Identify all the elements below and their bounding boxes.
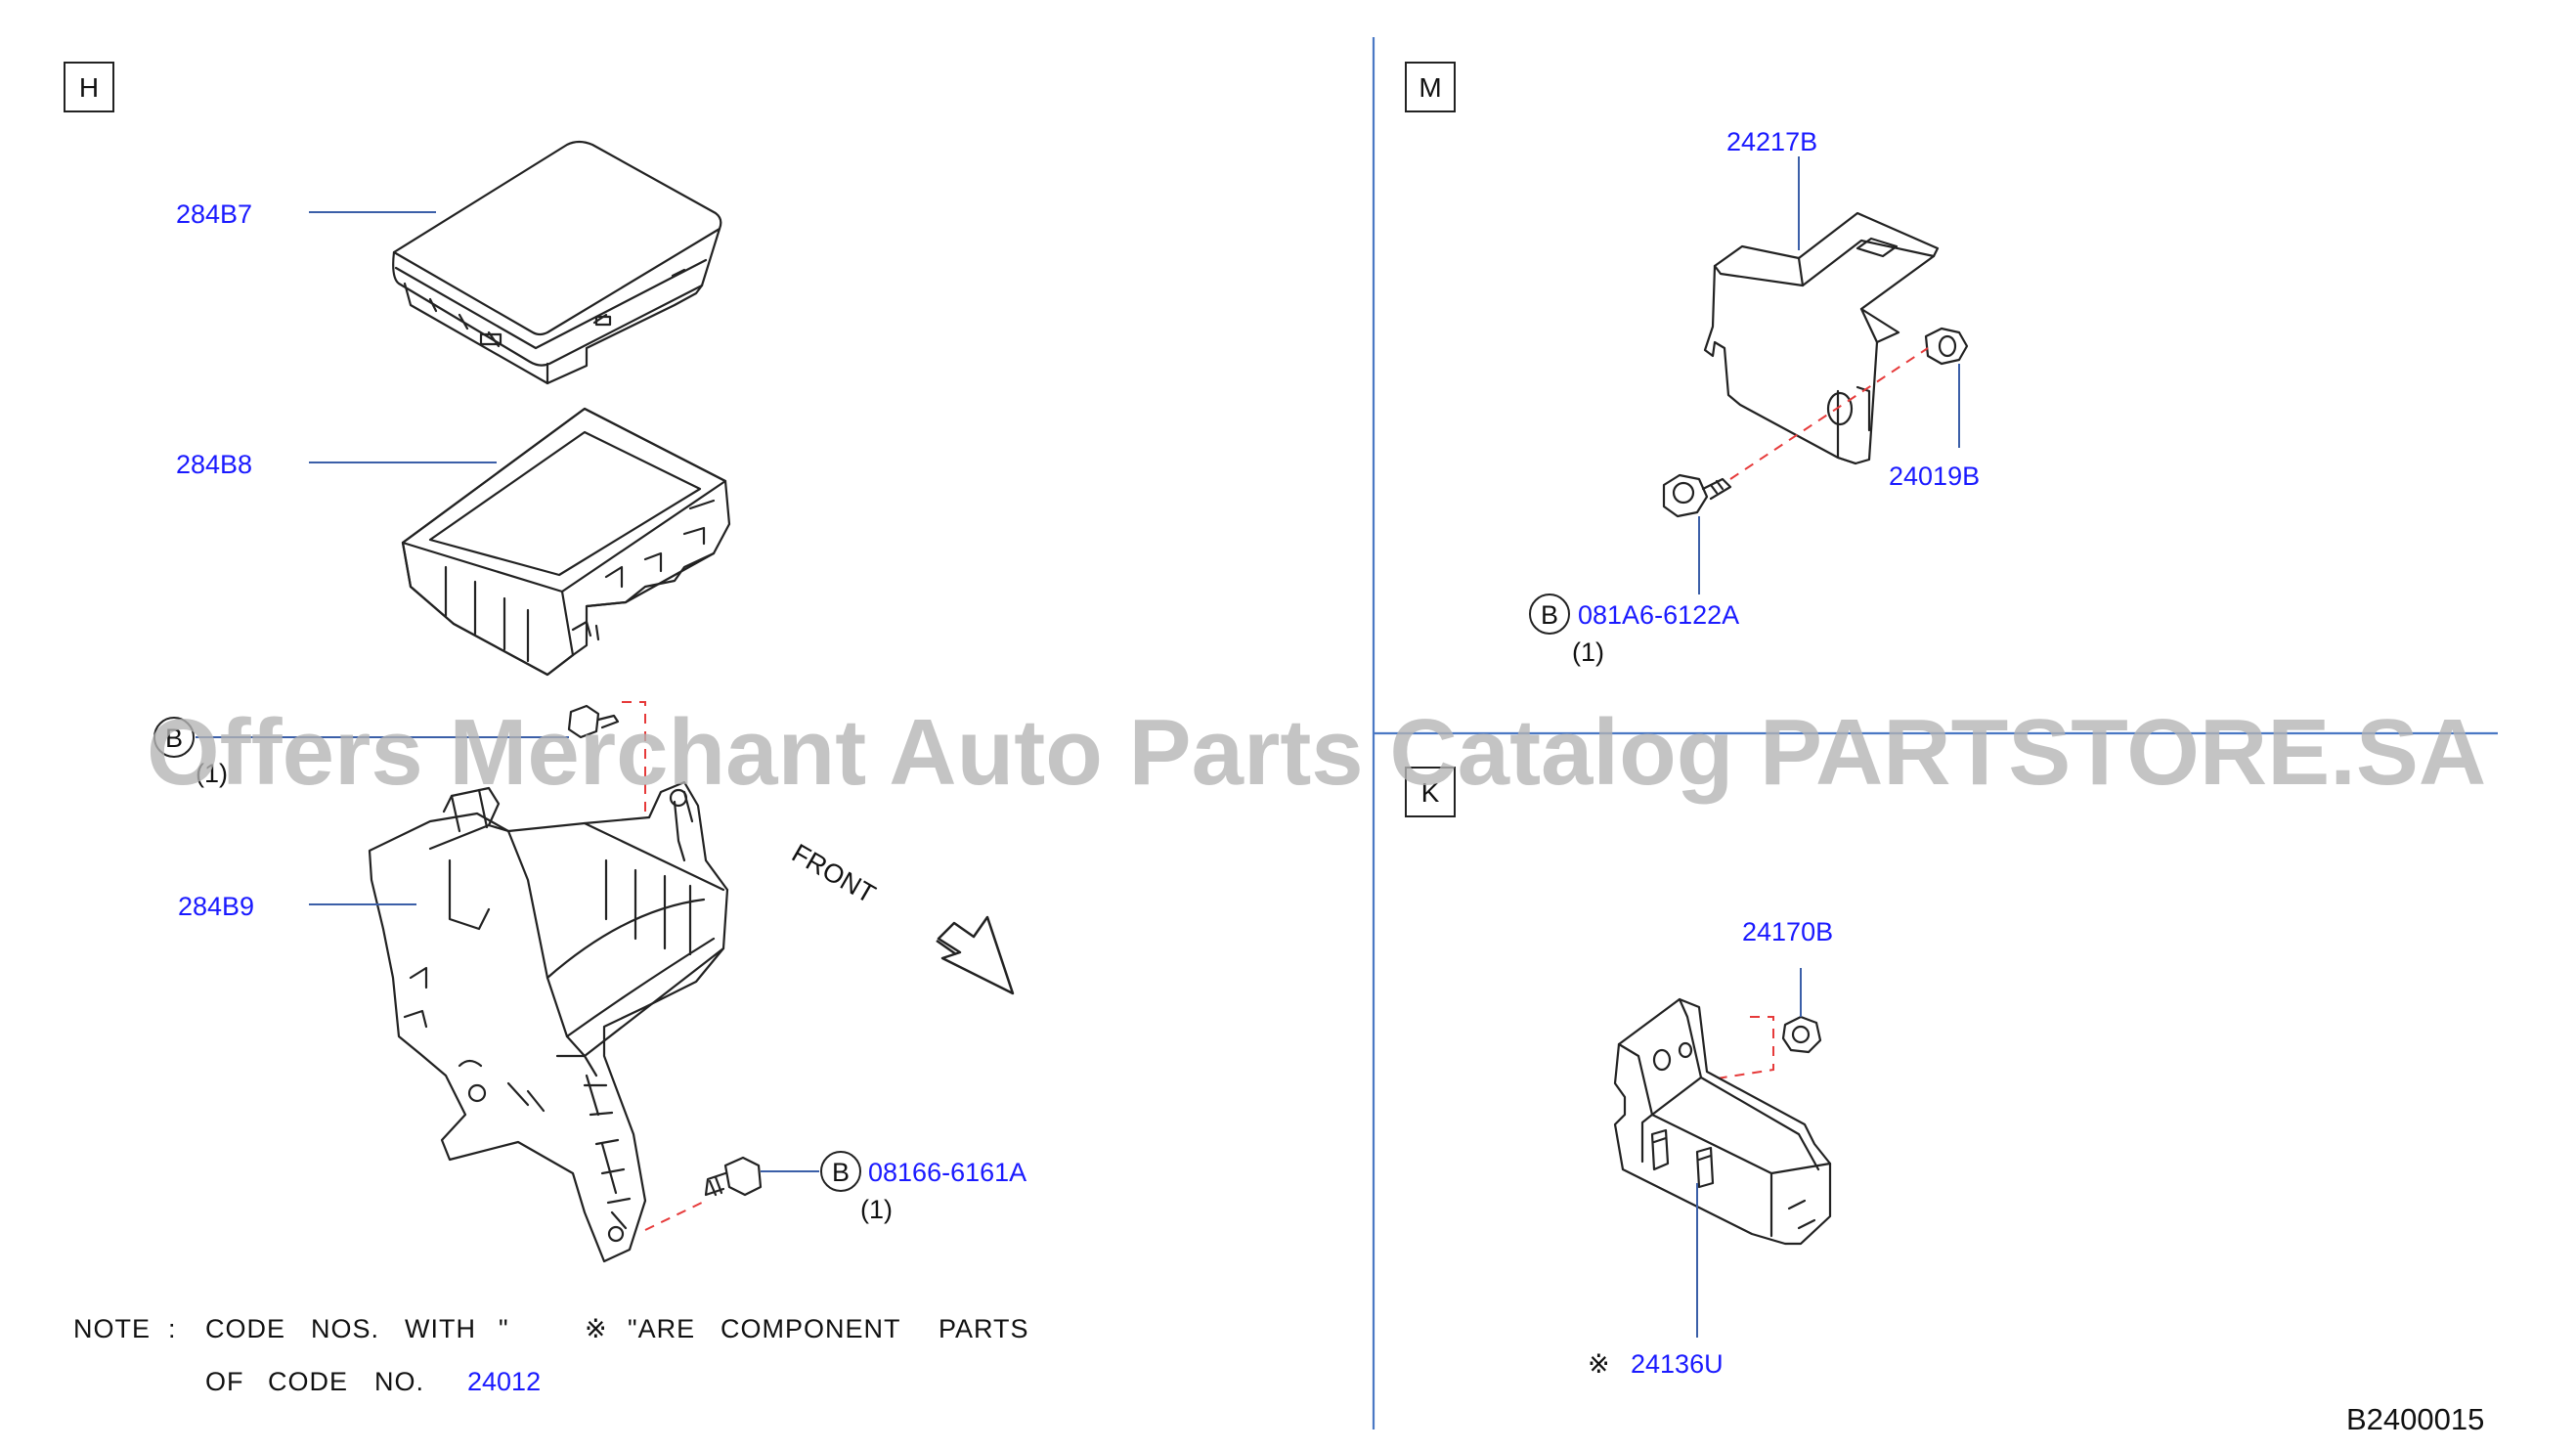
dashed-guide-m <box>1729 347 1929 480</box>
bolt-lower-marker: B <box>832 1158 850 1187</box>
section-m-label: M <box>1419 72 1441 103</box>
note-word-11: OF <box>205 1367 244 1396</box>
note-word-8: "ARE <box>628 1314 695 1343</box>
note-text: NOTE : CODE NOS. WITH " ※ "ARE COMPONENT… <box>73 1314 1029 1396</box>
dashed-guide-upper-bolt <box>622 701 646 817</box>
part-24136U-drawing <box>1613 997 1832 1246</box>
front-arrow-icon <box>936 915 1015 995</box>
note-word-3: CODE <box>205 1314 285 1343</box>
note-word-10: PARTS <box>939 1314 1029 1343</box>
section-m-box: M <box>1405 62 1456 112</box>
part-24217B-drawing <box>1703 211 1940 465</box>
component-mark-24136U: ※ <box>1588 1349 1610 1379</box>
part-label-284B8[interactable]: 284B8 <box>176 450 252 479</box>
part-label-24217B[interactable]: 24217B <box>1726 127 1817 156</box>
note-word-4: NOS. <box>311 1314 379 1343</box>
part-label-284B9[interactable]: 284B9 <box>178 892 254 921</box>
dashed-guide-k <box>1710 1016 1774 1080</box>
part-label-bolt-lower[interactable]: 08166-6161A <box>868 1158 1026 1187</box>
section-h-label: H <box>79 72 99 103</box>
section-h-box: H <box>64 62 114 112</box>
bolt-upper-callout: B <box>153 717 195 758</box>
bolt-lower-drawing <box>704 1156 763 1197</box>
bolt-upper-marker: B <box>165 724 183 753</box>
note-word-5: WITH <box>405 1314 476 1343</box>
note-word-12: CODE <box>268 1367 348 1396</box>
section-k-box: K <box>1405 767 1456 817</box>
note-word-13: NO. <box>374 1367 424 1396</box>
note-word-2: : <box>168 1314 177 1343</box>
bolt-m-marker: B <box>1541 600 1558 630</box>
diagram-id: B2400015 <box>2346 1402 2484 1436</box>
dashed-guide-lower-bolt <box>644 1200 707 1231</box>
part-24170B-drawing <box>1781 1015 1822 1054</box>
part-284B9-drawing <box>368 780 729 1263</box>
bolt-m-callout: B <box>1529 594 1570 635</box>
note-word-7: ※ <box>585 1314 608 1343</box>
part-label-bolt-m[interactable]: 081A6-6122A <box>1578 600 1739 630</box>
bolt-lower-qty: (1) <box>860 1195 893 1224</box>
section-k-label: K <box>1421 777 1440 808</box>
part-label-24170B[interactable]: 24170B <box>1742 917 1833 946</box>
front-label: FRONT <box>787 838 881 908</box>
bolt-upper-qty: (1) <box>196 759 228 788</box>
part-label-284B7[interactable]: 284B7 <box>176 199 252 229</box>
watermark: Offers Merchant Auto Parts Catalog PARTS… <box>147 700 2486 805</box>
note-word-6: " <box>499 1314 509 1343</box>
note-word-9: COMPONENT <box>720 1314 901 1343</box>
bolt-lower-callout: B <box>820 1151 861 1192</box>
note-word-1: NOTE <box>73 1314 151 1343</box>
part-24019B-drawing <box>1924 327 1969 366</box>
bolt-m-drawing <box>1662 473 1732 518</box>
part-label-24019B[interactable]: 24019B <box>1889 462 1980 491</box>
part-284B7-drawing <box>392 140 722 385</box>
bolt-m-qty: (1) <box>1572 638 1604 667</box>
part-label-24136U[interactable]: 24136U <box>1631 1349 1724 1379</box>
bolt-upper-drawing <box>567 704 620 739</box>
part-284B8-drawing <box>401 407 731 677</box>
note-code-link[interactable]: 24012 <box>467 1367 541 1396</box>
